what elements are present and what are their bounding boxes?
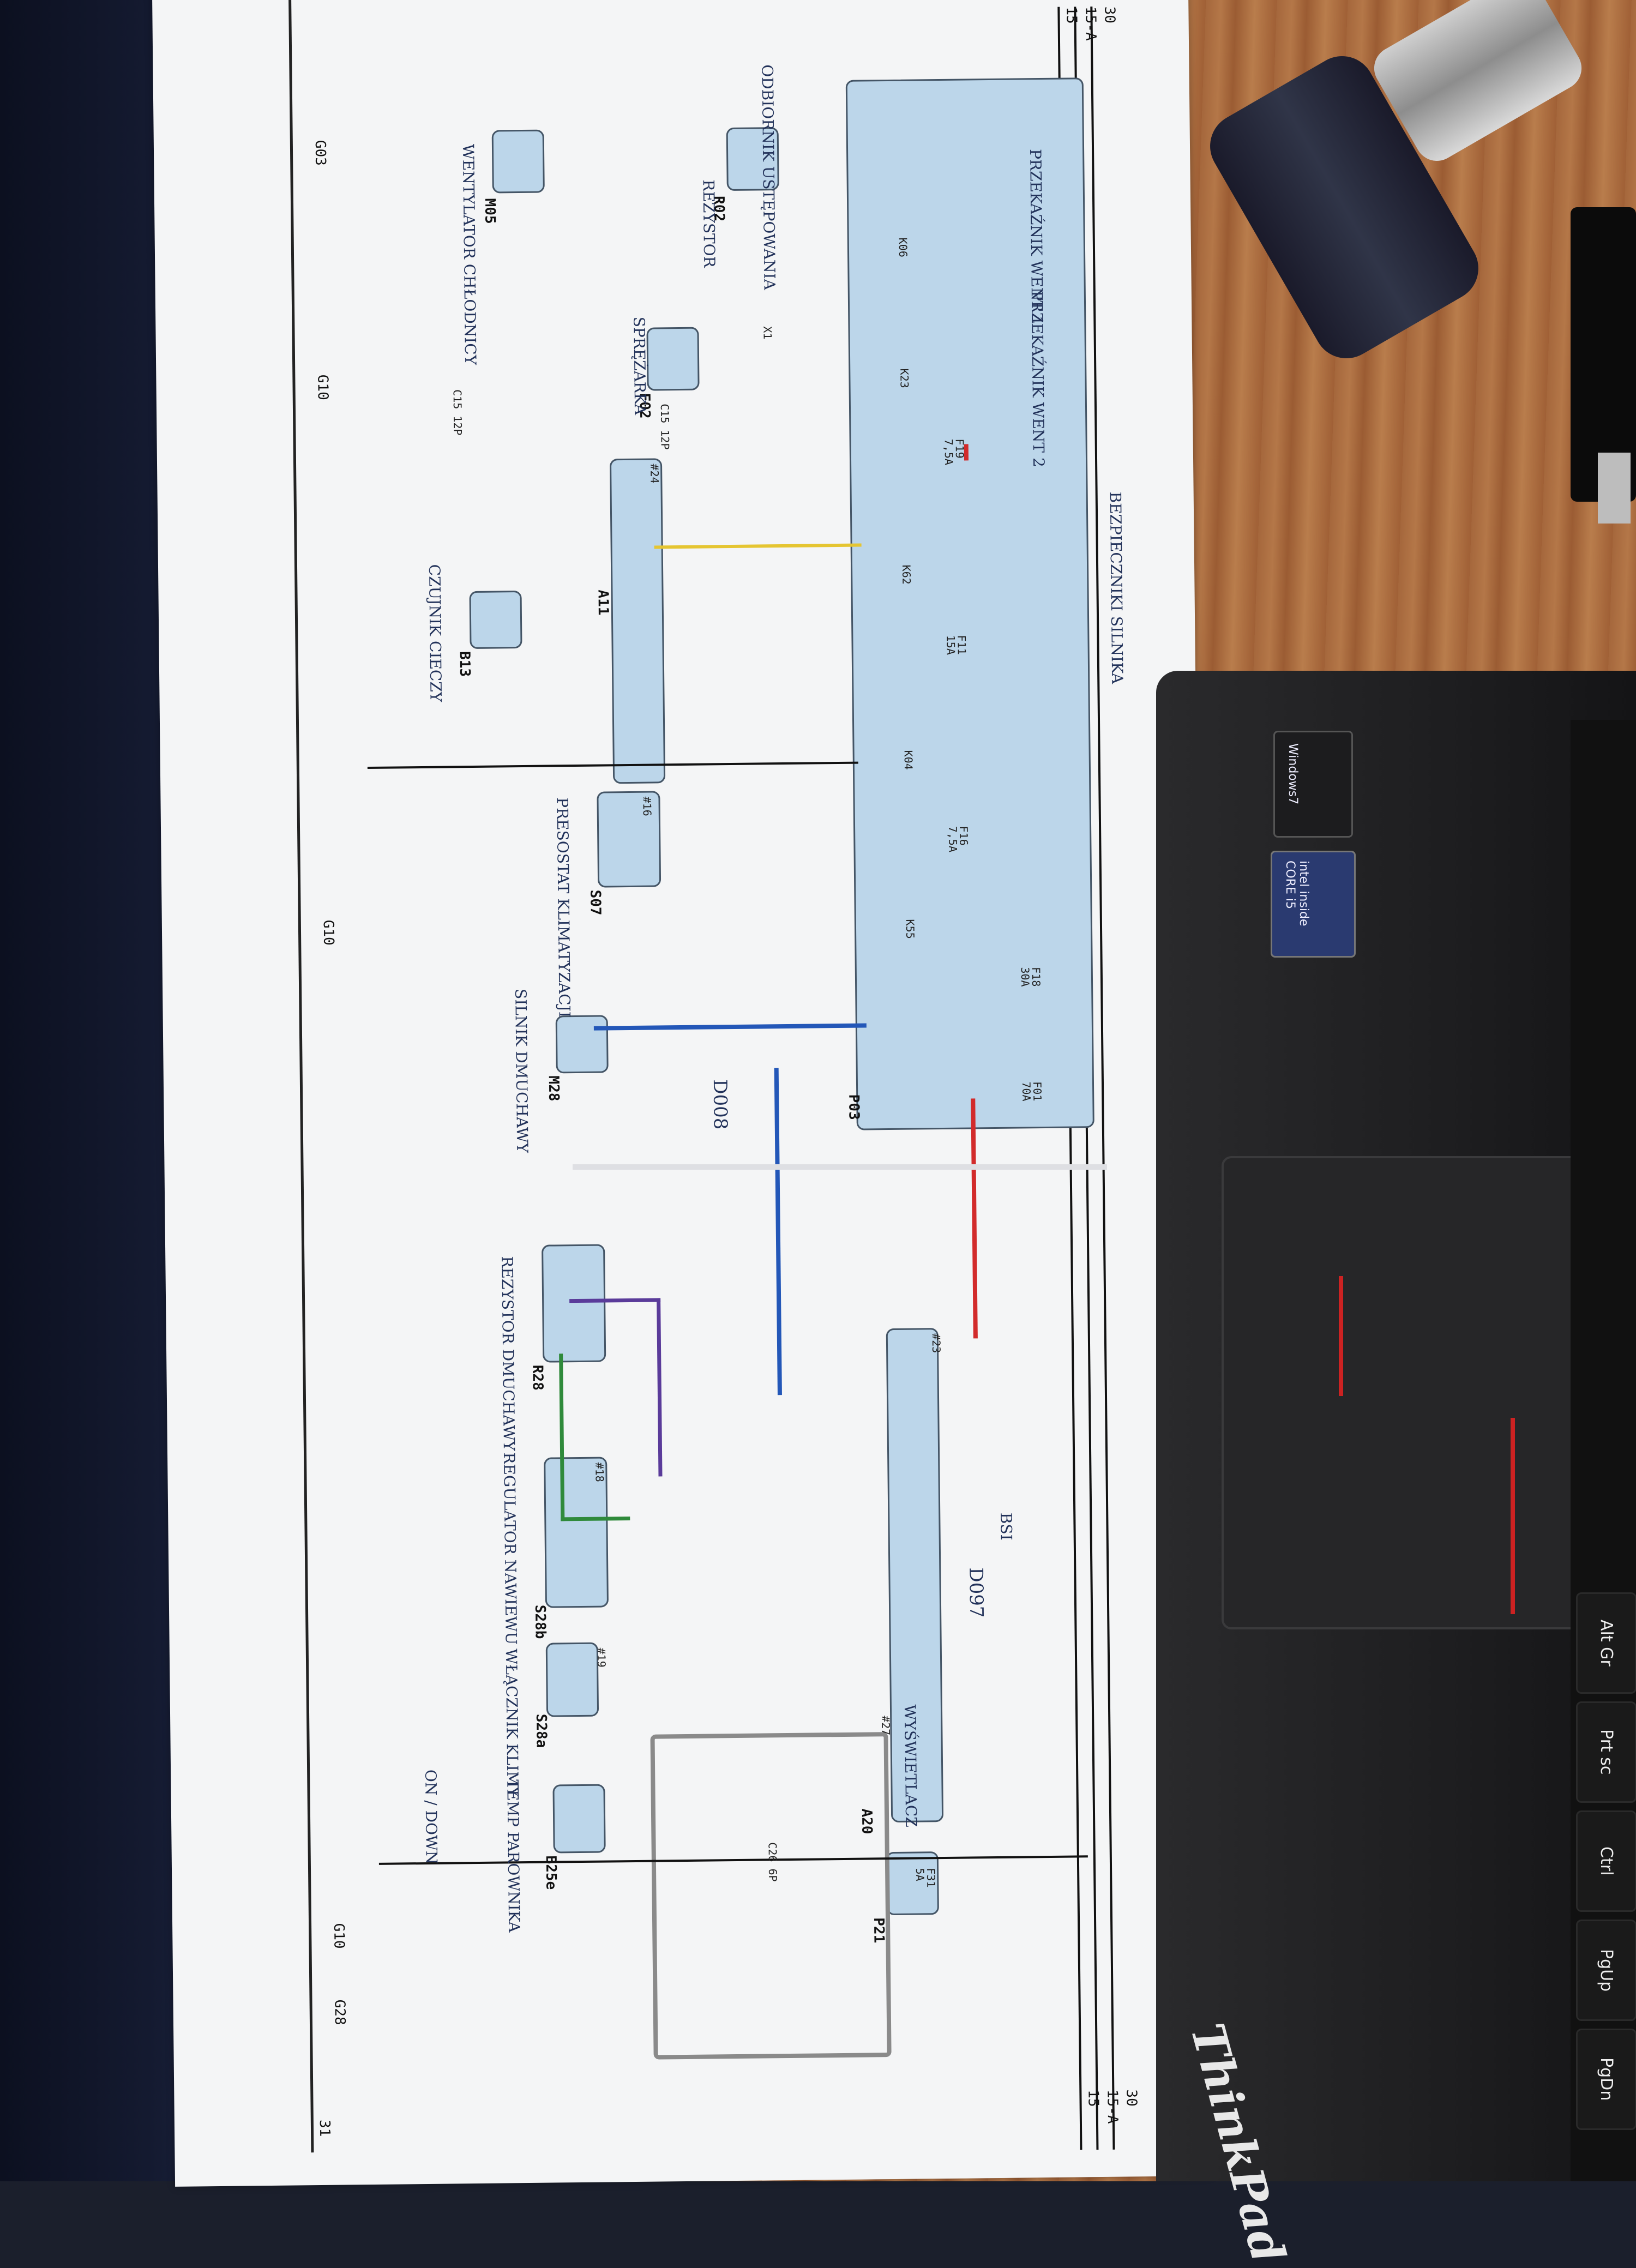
wiring-diagram-paper: 30 15-A 15 30 15-A 15 31 P03 BSI A20 P21… xyxy=(152,0,1211,2187)
connector-c26: C26 6P xyxy=(766,1842,780,1882)
fuse-box-p03-label: P03 xyxy=(845,1094,862,1120)
fuse-f18-value: 30A xyxy=(1018,967,1032,987)
paper-fold-line xyxy=(573,1164,1107,1170)
fuse-f31-value: 5A xyxy=(913,1868,927,1881)
rail-label-30-top: 30 xyxy=(1101,6,1118,24)
wire-red-main xyxy=(971,1098,978,1339)
trackpad-red-stripe-2 xyxy=(1511,1418,1515,1614)
connector-c15-a: C15 12P xyxy=(450,389,465,436)
rail-label-15a-top: 15-A xyxy=(1082,6,1099,41)
ref-tag-20: #19 xyxy=(594,1647,609,1668)
key-prtsc[interactable]: Prt sc xyxy=(1576,1701,1636,1803)
fuse-f11-value: 15A xyxy=(944,635,958,655)
module-f02 xyxy=(646,327,700,391)
s28b-label: S28b xyxy=(531,1604,549,1639)
note-silnik-dmuchawy: SILNIK DMUCHAWY xyxy=(512,988,532,1153)
note-przekaznik-went-2: PRZEKAŹNIK WENT 2 xyxy=(1027,290,1048,468)
key-pgup[interactable]: PgUp xyxy=(1576,1920,1636,2021)
wire-blue-long xyxy=(774,1068,782,1395)
intel-sticker-text: intel inside CORE i5 xyxy=(1283,861,1310,927)
note-sprezarka: SPRĘŻARKA xyxy=(630,316,649,416)
trackpad-red-stripe-1 xyxy=(1339,1276,1343,1396)
note-wlacznik-klimy: WŁĄCZNIK KLIMY xyxy=(502,1649,522,1797)
touchpad[interactable] xyxy=(1222,1156,1608,1629)
key-altgr[interactable]: Alt Gr xyxy=(1576,1592,1636,1694)
relay-k06: K06 xyxy=(896,237,910,257)
ref-tag-24: #23 xyxy=(929,1333,943,1353)
connector-c15-b: C15 12P xyxy=(658,404,672,450)
connector-d008: D008 xyxy=(708,1079,731,1130)
note-temp-parownika: TEMP PAROWNIKA xyxy=(503,1779,524,1933)
relay-k62: K62 xyxy=(900,564,913,585)
m28-label: M28 xyxy=(545,1075,562,1102)
note-wyswietlacz: WYŚWIETLACZ xyxy=(900,1704,921,1827)
note-bezpieczniki-silnika: BEZPIECZNIKI SILNIKA xyxy=(1106,491,1127,684)
relay-k04: K04 xyxy=(901,750,915,770)
ref-tag-16: #16 xyxy=(640,796,654,816)
rail-31 xyxy=(288,0,314,2153)
module-a11 xyxy=(609,458,666,784)
ref-tag-27: #27 xyxy=(879,1716,893,1736)
rail-label-31-bottom: 31 xyxy=(316,2119,333,2137)
usb-connector xyxy=(1598,453,1631,524)
relay-k55: K55 xyxy=(903,919,917,939)
s07-label: S07 xyxy=(587,889,604,916)
module-m05 xyxy=(491,129,545,194)
m05-label: M05 xyxy=(481,198,498,224)
b13-label: B13 xyxy=(456,651,473,677)
rail-label-15-bottom: 15 xyxy=(1085,2090,1102,2107)
rail-label-30-bottom: 30 xyxy=(1123,2089,1140,2107)
note-czujnik-cieczy: CZUJNIK CIECZY xyxy=(425,564,445,702)
intel-sticker: intel inside CORE i5 xyxy=(1271,851,1356,958)
wire-horizontal-blue xyxy=(593,1023,867,1031)
note-rezystor: REZYSTOR xyxy=(699,179,719,268)
bsi-label: BSI xyxy=(997,1512,1015,1541)
note-presostat: PRESOSTAT KLIMATYZACJI xyxy=(553,797,574,1018)
relay-k23: K23 xyxy=(898,368,911,388)
windows7-sticker-text: Windows7 xyxy=(1286,743,1300,805)
ground-g03: G03 xyxy=(311,140,329,166)
wire-yellow xyxy=(654,543,862,549)
windows7-sticker: Windows7 xyxy=(1273,731,1353,838)
connector-d097: D097 xyxy=(965,1567,988,1618)
ground-g10-a: G10 xyxy=(314,374,331,400)
note-rezystor-dmuchawy: REZYSTOR DMUCHAWY xyxy=(498,1256,519,1451)
r28-label: R28 xyxy=(529,1364,546,1391)
fuse-f16-value: 7,5A xyxy=(946,826,960,853)
module-s28a xyxy=(545,1642,599,1717)
ground-g10-b: G10 xyxy=(320,919,337,946)
note-wentylator: WENTYLATOR CHŁODNICY xyxy=(459,143,480,365)
a11-label: A11 xyxy=(594,589,611,616)
ref-tag-19: #18 xyxy=(593,1462,606,1482)
fuse-box-p03 xyxy=(845,77,1094,1130)
rail-label-15-top: 15 xyxy=(1063,7,1080,24)
ref-tag-25: #24 xyxy=(648,464,661,484)
wire-purple xyxy=(569,1298,663,1478)
module-m28 xyxy=(555,1015,609,1074)
rail-label-15a-bottom: 15-A xyxy=(1104,2089,1121,2124)
note-regulator-nawiewu: REGULATOR NAWIEWU xyxy=(500,1452,520,1645)
fuse-f01-value: 70A xyxy=(1019,1081,1033,1102)
fuse-f19-value: 7,5A xyxy=(942,438,956,466)
ground-g10-c: G10 xyxy=(330,1923,347,1949)
connector-x1: X1 xyxy=(761,326,774,340)
wire-gray-loop xyxy=(650,1732,892,2060)
s28a-label: S28a xyxy=(533,1713,550,1748)
note-odbiornik: ODBIORNIK USTĘPOWANIA xyxy=(758,64,779,290)
module-b25e xyxy=(552,1784,606,1854)
module-b13 xyxy=(469,591,522,649)
key-ctrl[interactable]: Ctrl xyxy=(1576,1810,1636,1912)
ground-g28: G28 xyxy=(331,1999,348,2025)
note-on-down: ON / DOWN xyxy=(422,1769,441,1864)
key-pgdn[interactable]: PgDn xyxy=(1576,2029,1636,2130)
